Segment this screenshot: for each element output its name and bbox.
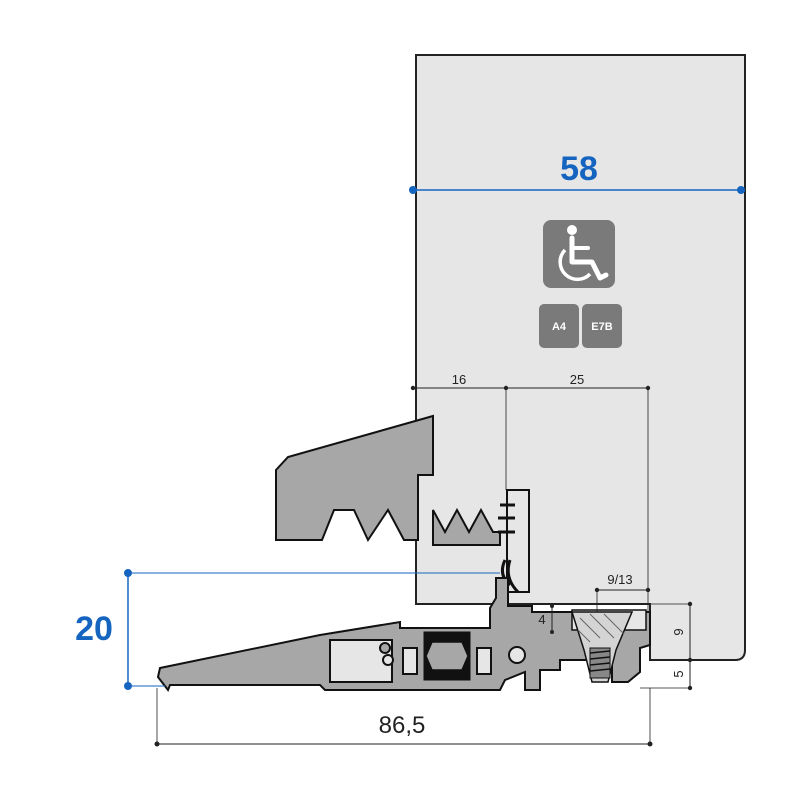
thermal-break-inner [425,641,469,671]
badge-a4 [539,304,579,348]
weather-drip-profile [275,414,434,543]
screw-channel [508,646,526,664]
screw-thread-lines [589,650,611,672]
dim-dot [737,186,745,194]
seal-lips [498,503,520,594]
wheelchair-icon [543,220,615,288]
door-leaf [415,54,746,661]
offset-right-value: 25 [570,372,584,387]
badge-e7b-label: E7B [591,321,612,333]
dim-dot [154,741,160,747]
dim-dot [124,569,132,577]
badge-e7b [582,304,622,348]
screw-hatch [577,613,625,643]
gap-value: 4 [538,612,545,627]
base-height-value: 5 [671,670,686,677]
dim-dot [550,630,554,634]
weather-drip-teeth [432,507,501,546]
dim-dot [687,685,693,691]
threshold-cavity [402,647,418,675]
threshold-profile [156,577,651,693]
screw-head [570,611,634,683]
dim-dot [410,385,416,391]
dim-dot [645,587,651,593]
screw-channel [379,642,391,654]
dim-dot [124,682,132,690]
door-thickness-value: 58 [560,150,598,188]
step-height-value: 9 [671,628,686,635]
dim-dot [409,186,417,194]
screw-channel [382,654,394,666]
slot-width-value: 9/13 [607,572,632,587]
dim-dot [550,604,554,608]
dim-dot [687,601,693,607]
threshold-width-value: 86,5 [379,712,426,739]
dim-dot [687,657,693,663]
dim-dot [647,741,653,747]
threshold-cavity [476,647,492,675]
offset-left-value: 16 [452,372,466,387]
threshold-height-value: 20 [75,610,113,648]
badge-a4-label: A4 [552,321,567,333]
